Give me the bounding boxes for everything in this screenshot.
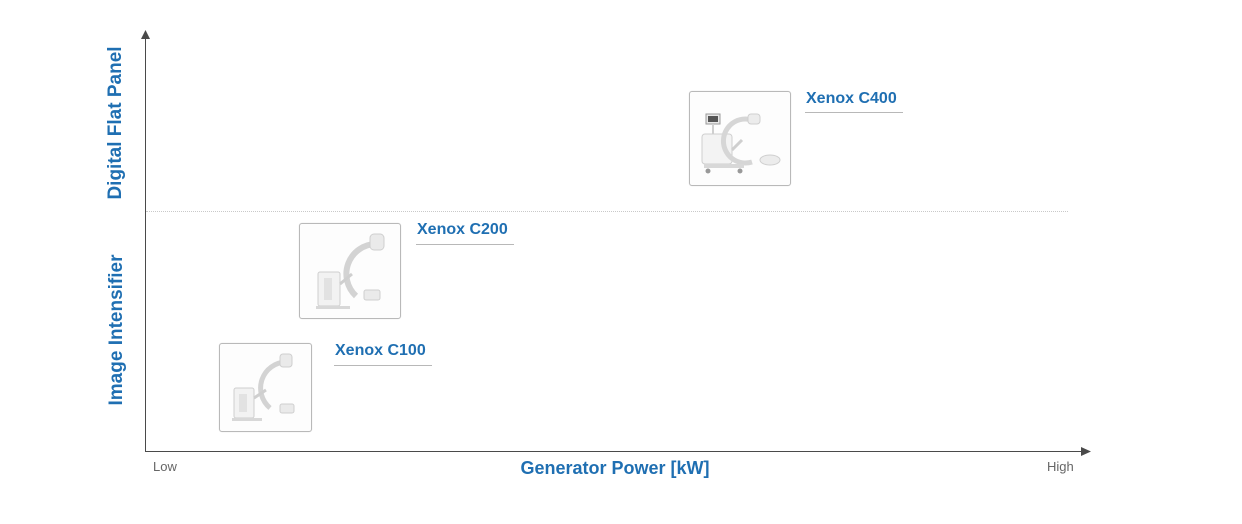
product-label-c100: Xenox C100	[335, 342, 426, 359]
x-axis-title: Generator Power [kW]	[520, 458, 710, 478]
product-label-c200: Xenox C200	[417, 221, 508, 238]
band-divider	[146, 211, 1068, 212]
product-underline-c200	[416, 244, 514, 245]
c-arm-image-intensifier-device-icon	[316, 233, 385, 309]
product-label-c400: Xenox C400	[806, 90, 897, 107]
product-thumbnail-c100	[219, 343, 312, 432]
product-thumbnail-c200	[299, 223, 401, 319]
x-axis-arrow-icon	[1081, 447, 1091, 456]
product-underline-c400	[805, 112, 903, 113]
y-band-label-image-intensifier: Image Intensifier	[106, 254, 127, 406]
y-axis-arrow-icon	[141, 30, 150, 39]
product-underline-c100	[334, 365, 432, 366]
y-axis-line	[145, 38, 146, 452]
c-arm-flat-panel-device-icon	[701, 113, 781, 174]
x-axis-low-label: Low	[153, 459, 177, 474]
product-thumbnail-c400	[689, 91, 791, 186]
x-axis-line	[145, 451, 1083, 452]
x-axis-high-label: High	[1047, 459, 1074, 474]
y-band-label-flat-panel: Digital Flat Panel	[105, 46, 126, 200]
c-arm-compact-device-icon	[232, 353, 295, 421]
